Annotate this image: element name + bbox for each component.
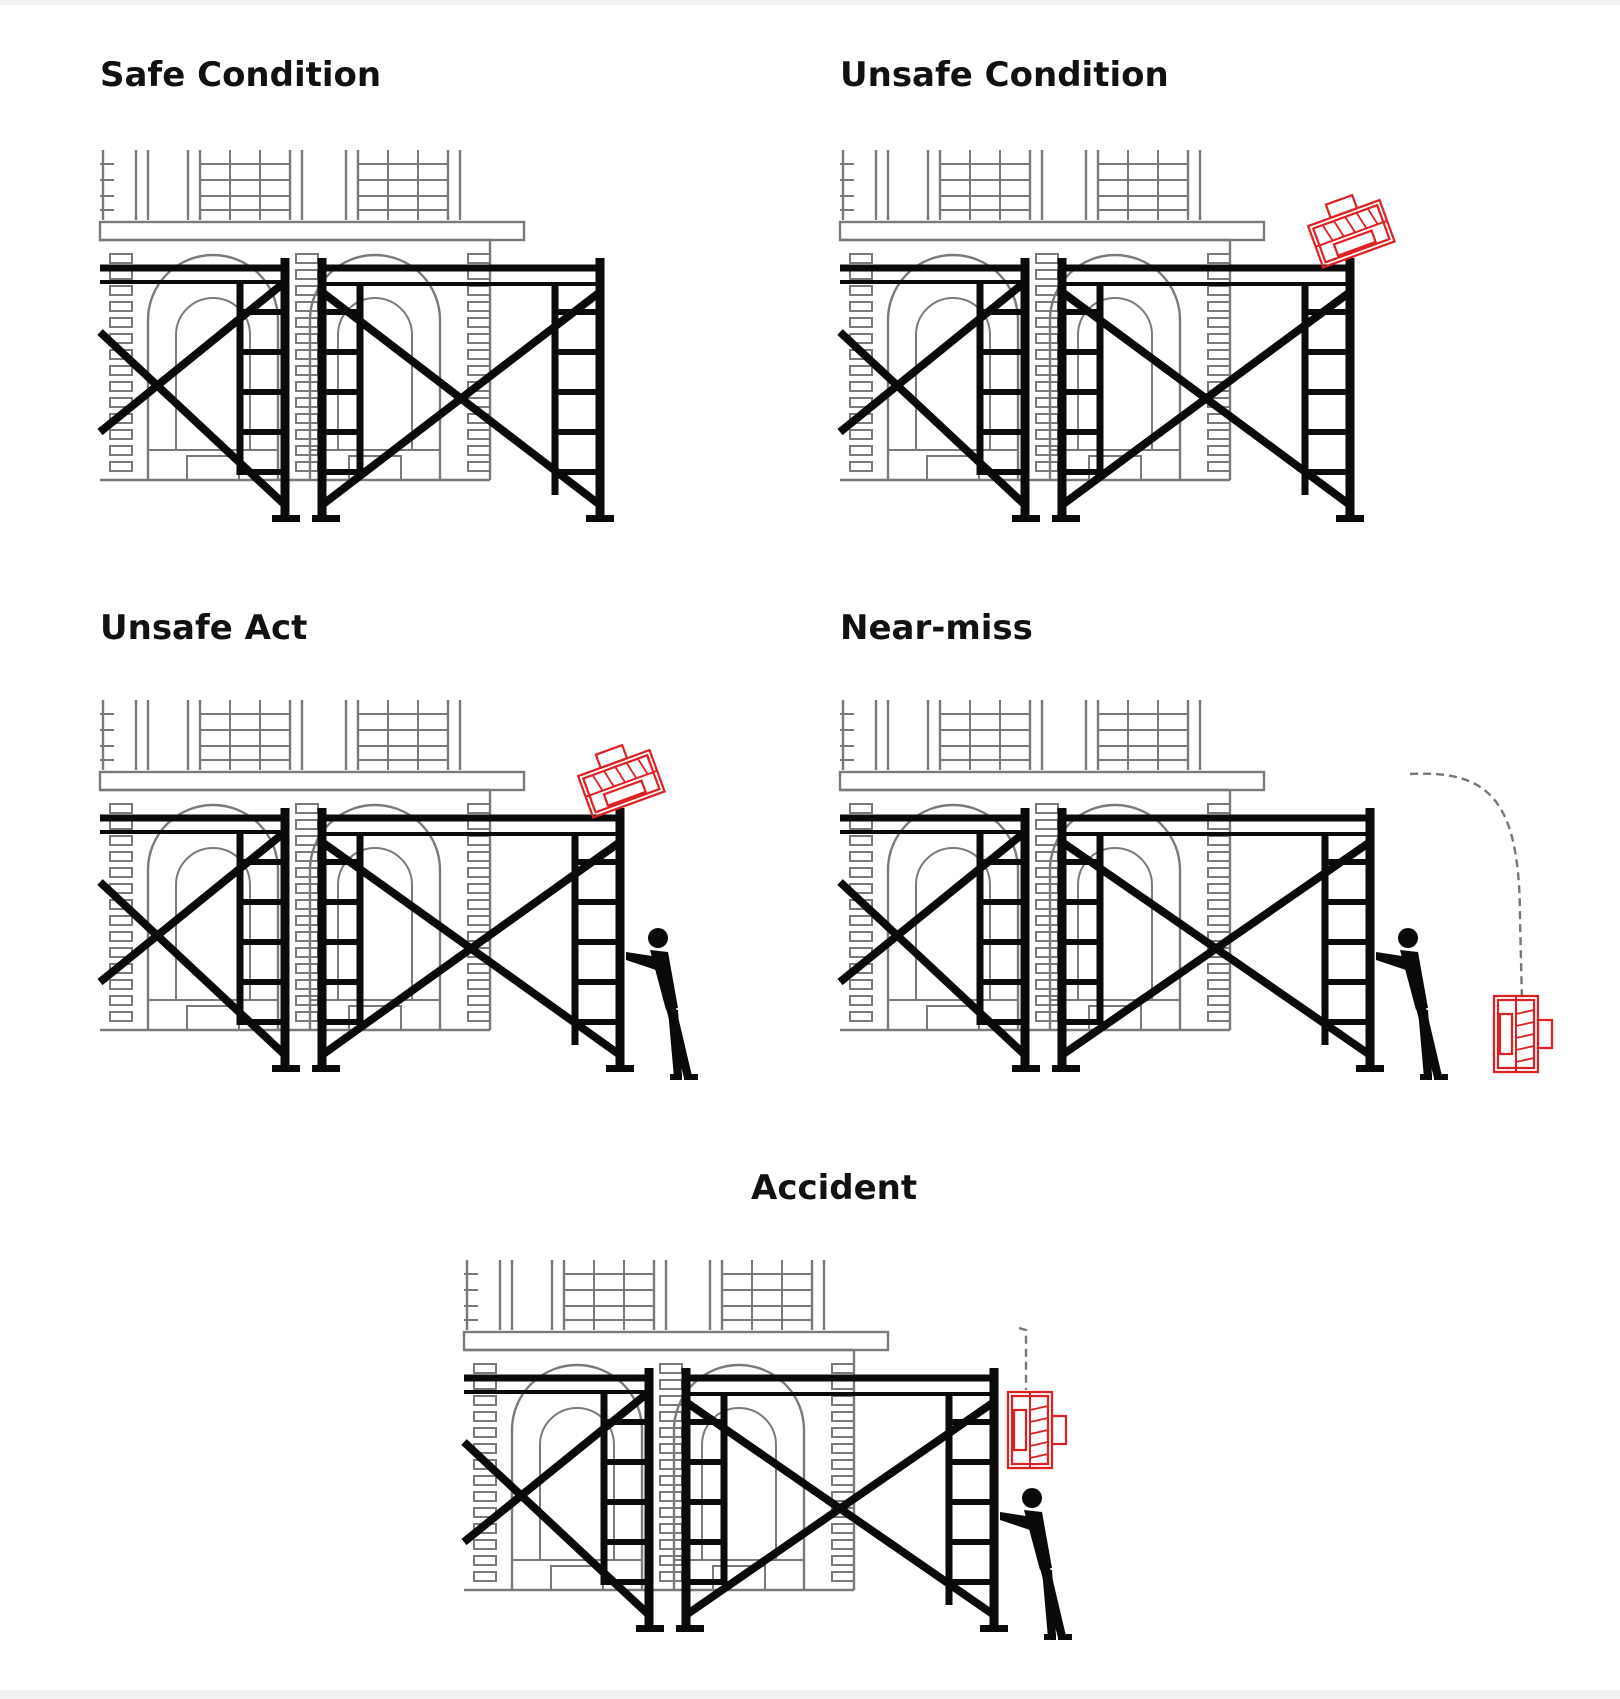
toolbox-icon xyxy=(576,743,667,819)
building-facade xyxy=(462,1260,890,1592)
toolbox-icon xyxy=(1492,994,1554,1074)
scaffold-frame xyxy=(837,258,1364,522)
scaffold-scene xyxy=(837,150,1397,522)
panel-title: Unsafe Condition xyxy=(840,55,1169,95)
scaffold-scene xyxy=(461,1260,1072,1640)
toolbox-icon xyxy=(1306,193,1397,269)
worker-icon xyxy=(626,928,698,1080)
scaffold-scene xyxy=(97,150,614,522)
building-facade xyxy=(98,150,526,482)
building-facade xyxy=(838,700,1266,1032)
fall-trajectory-dashed-line xyxy=(1018,1326,1028,1390)
fall-trajectory-dashed-line xyxy=(1409,772,1524,1001)
scaffold-frame xyxy=(97,808,634,1072)
scaffold-frame xyxy=(837,808,1384,1072)
worker-icon xyxy=(1376,928,1448,1080)
panel-title: Near-miss xyxy=(840,608,1033,648)
building-facade xyxy=(838,150,1266,482)
panel-title: Unsafe Act xyxy=(100,608,308,648)
panel-title: Safe Condition xyxy=(100,55,382,95)
scaffold-scene xyxy=(97,700,698,1080)
top-band xyxy=(0,0,1620,5)
building-facade xyxy=(98,700,526,1032)
panel-title: Accident xyxy=(751,1168,918,1208)
bottom-band xyxy=(0,1690,1620,1699)
scaffold-frame xyxy=(461,1368,1008,1632)
toolbox-icon xyxy=(1006,1390,1068,1470)
scaffold-scene xyxy=(837,700,1554,1080)
scaffold-frame xyxy=(97,258,614,522)
worker-icon xyxy=(1000,1488,1072,1640)
